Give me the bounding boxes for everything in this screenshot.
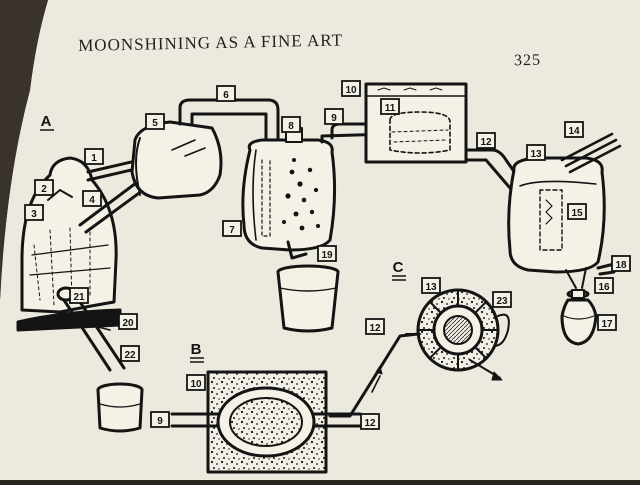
part-number-20: 20 [118, 313, 138, 330]
part-number-11: 11 [380, 98, 400, 115]
part-number-10-detail-0: 10 [186, 374, 206, 391]
part-number-1: 1 [84, 148, 104, 165]
part-number-21: 21 [69, 287, 89, 304]
page-shadow [0, 0, 48, 300]
part-number-22: 22 [120, 345, 140, 362]
part-number-3: 3 [24, 204, 44, 221]
section-label-b: B [190, 341, 204, 363]
part-number-19: 19 [317, 245, 337, 262]
part-number-23: 23 [492, 291, 512, 308]
part-number-9: 9 [324, 108, 344, 125]
svg-text:C: C [393, 259, 404, 276]
part-number-22-text: 22 [124, 350, 136, 361]
bucket-doubler [276, 264, 340, 333]
part-number-5-text: 5 [152, 118, 158, 129]
part-number-9-detail-1: 9 [150, 411, 170, 428]
flake-stand-13 [507, 156, 606, 274]
jug-16-17 [560, 267, 598, 346]
part-number-2-text: 2 [41, 184, 47, 195]
part-number-7: 7 [222, 220, 242, 237]
pipe-4 [78, 178, 148, 234]
part-number-9-detail-1-text: 9 [157, 416, 163, 427]
part-number-19-text: 19 [321, 250, 333, 261]
part-number-7-text: 7 [229, 225, 235, 236]
part-number-17-text: 17 [601, 319, 613, 330]
part-number-21-text: 21 [73, 292, 85, 303]
part-number-18: 18 [611, 255, 631, 272]
part-number-12-text: 12 [480, 137, 492, 148]
doubler-barrel-7 [241, 127, 337, 252]
part-number-6: 6 [216, 85, 236, 102]
part-number-13-detail-2: 13 [421, 277, 441, 294]
part-number-14: 14 [564, 121, 584, 138]
part-number-6-text: 6 [223, 90, 229, 101]
part-number-8: 8 [281, 116, 301, 133]
svg-text:B: B [191, 341, 202, 358]
part-number-13: 13 [526, 144, 546, 161]
part-number-16-text: 16 [598, 282, 610, 293]
bucket-drain [96, 382, 144, 433]
pipe-12-top [464, 148, 522, 190]
part-number-10-detail-0-text: 10 [190, 379, 202, 390]
part-number-10: 10 [341, 80, 361, 97]
part-number-12-detail-4: 12 [360, 413, 380, 430]
spigot-19 [286, 240, 308, 260]
part-number-11-text: 11 [385, 103, 396, 114]
section-label-c: C [392, 259, 406, 281]
svg-text:A: A [41, 113, 52, 130]
part-number-13-detail-2-text: 13 [425, 282, 437, 293]
section-label-a: A [40, 113, 54, 131]
part-number-16: 16 [594, 277, 614, 294]
part-number-12-detail-3-text: 12 [369, 323, 381, 334]
part-number-17: 17 [597, 314, 617, 331]
part-number-4: 4 [82, 190, 102, 207]
page-number: 325 [513, 51, 542, 70]
part-number-5: 5 [145, 113, 165, 130]
part-number-1-text: 1 [91, 153, 97, 164]
part-number-10-text: 10 [345, 85, 357, 96]
part-number-15-text: 15 [571, 208, 583, 219]
part-number-12-detail-4-text: 12 [364, 418, 376, 429]
section-b-trough [170, 370, 362, 474]
inlet-14 [560, 132, 622, 174]
cooling-trough-10 [364, 82, 468, 164]
part-number-15: 15 [567, 203, 587, 220]
part-number-23-text: 23 [496, 296, 508, 307]
part-number-12-detail-3: 12 [365, 318, 385, 335]
part-number-8-text: 8 [288, 121, 294, 132]
part-number-18-text: 18 [615, 260, 627, 271]
part-number-4-text: 4 [89, 195, 95, 206]
part-number-14-text: 14 [568, 126, 580, 137]
part-number-9-text: 9 [331, 113, 337, 124]
part-number-13-text: 13 [530, 149, 542, 160]
part-number-3-text: 3 [31, 209, 37, 220]
heater-box-5 [130, 120, 223, 200]
part-number-20-text: 20 [122, 318, 134, 329]
part-number-12: 12 [476, 132, 496, 149]
pointer-20 [69, 319, 111, 331]
section-c-flake [405, 288, 510, 381]
part-number-2: 2 [34, 179, 54, 196]
